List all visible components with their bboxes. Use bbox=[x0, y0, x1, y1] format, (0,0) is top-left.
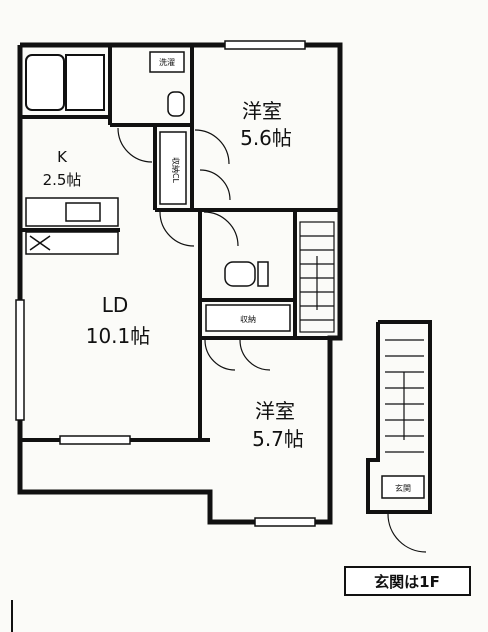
entrance-note-text: 玄関は1F bbox=[374, 573, 440, 591]
room-kitchen-name: K bbox=[57, 148, 68, 166]
interior-walls bbox=[20, 45, 340, 440]
entrance-label: 玄関 bbox=[395, 483, 411, 493]
room-ld-name: LD bbox=[102, 293, 129, 317]
doors bbox=[117, 127, 271, 371]
washer-area: 洗濯 bbox=[149, 51, 185, 73]
bathtub bbox=[25, 54, 105, 111]
stairs-upper bbox=[299, 221, 335, 333]
toilet-icon bbox=[167, 91, 269, 287]
storage-label: 収納 bbox=[240, 314, 256, 324]
entrance: 玄関 bbox=[381, 475, 425, 499]
closet-label: 収納CL bbox=[171, 157, 181, 184]
room-western-2-size: 5.7帖 bbox=[252, 427, 304, 451]
washer-label: 洗濯 bbox=[159, 57, 175, 67]
room-western-1-size: 5.6帖 bbox=[240, 126, 292, 150]
room-western-2-name: 洋室 bbox=[255, 399, 295, 423]
storage: 収納 bbox=[205, 304, 291, 332]
entrance-note: 玄関は1F bbox=[344, 566, 471, 596]
entrance-stair bbox=[366, 320, 432, 553]
room-western-1-name: 洋室 bbox=[242, 99, 282, 123]
windows bbox=[15, 40, 316, 527]
closet: 収納CL bbox=[159, 131, 187, 205]
room-ld-size: 10.1帖 bbox=[86, 324, 151, 348]
kitchen-counter bbox=[25, 197, 119, 255]
room-kitchen-size: 2.5帖 bbox=[43, 171, 82, 189]
